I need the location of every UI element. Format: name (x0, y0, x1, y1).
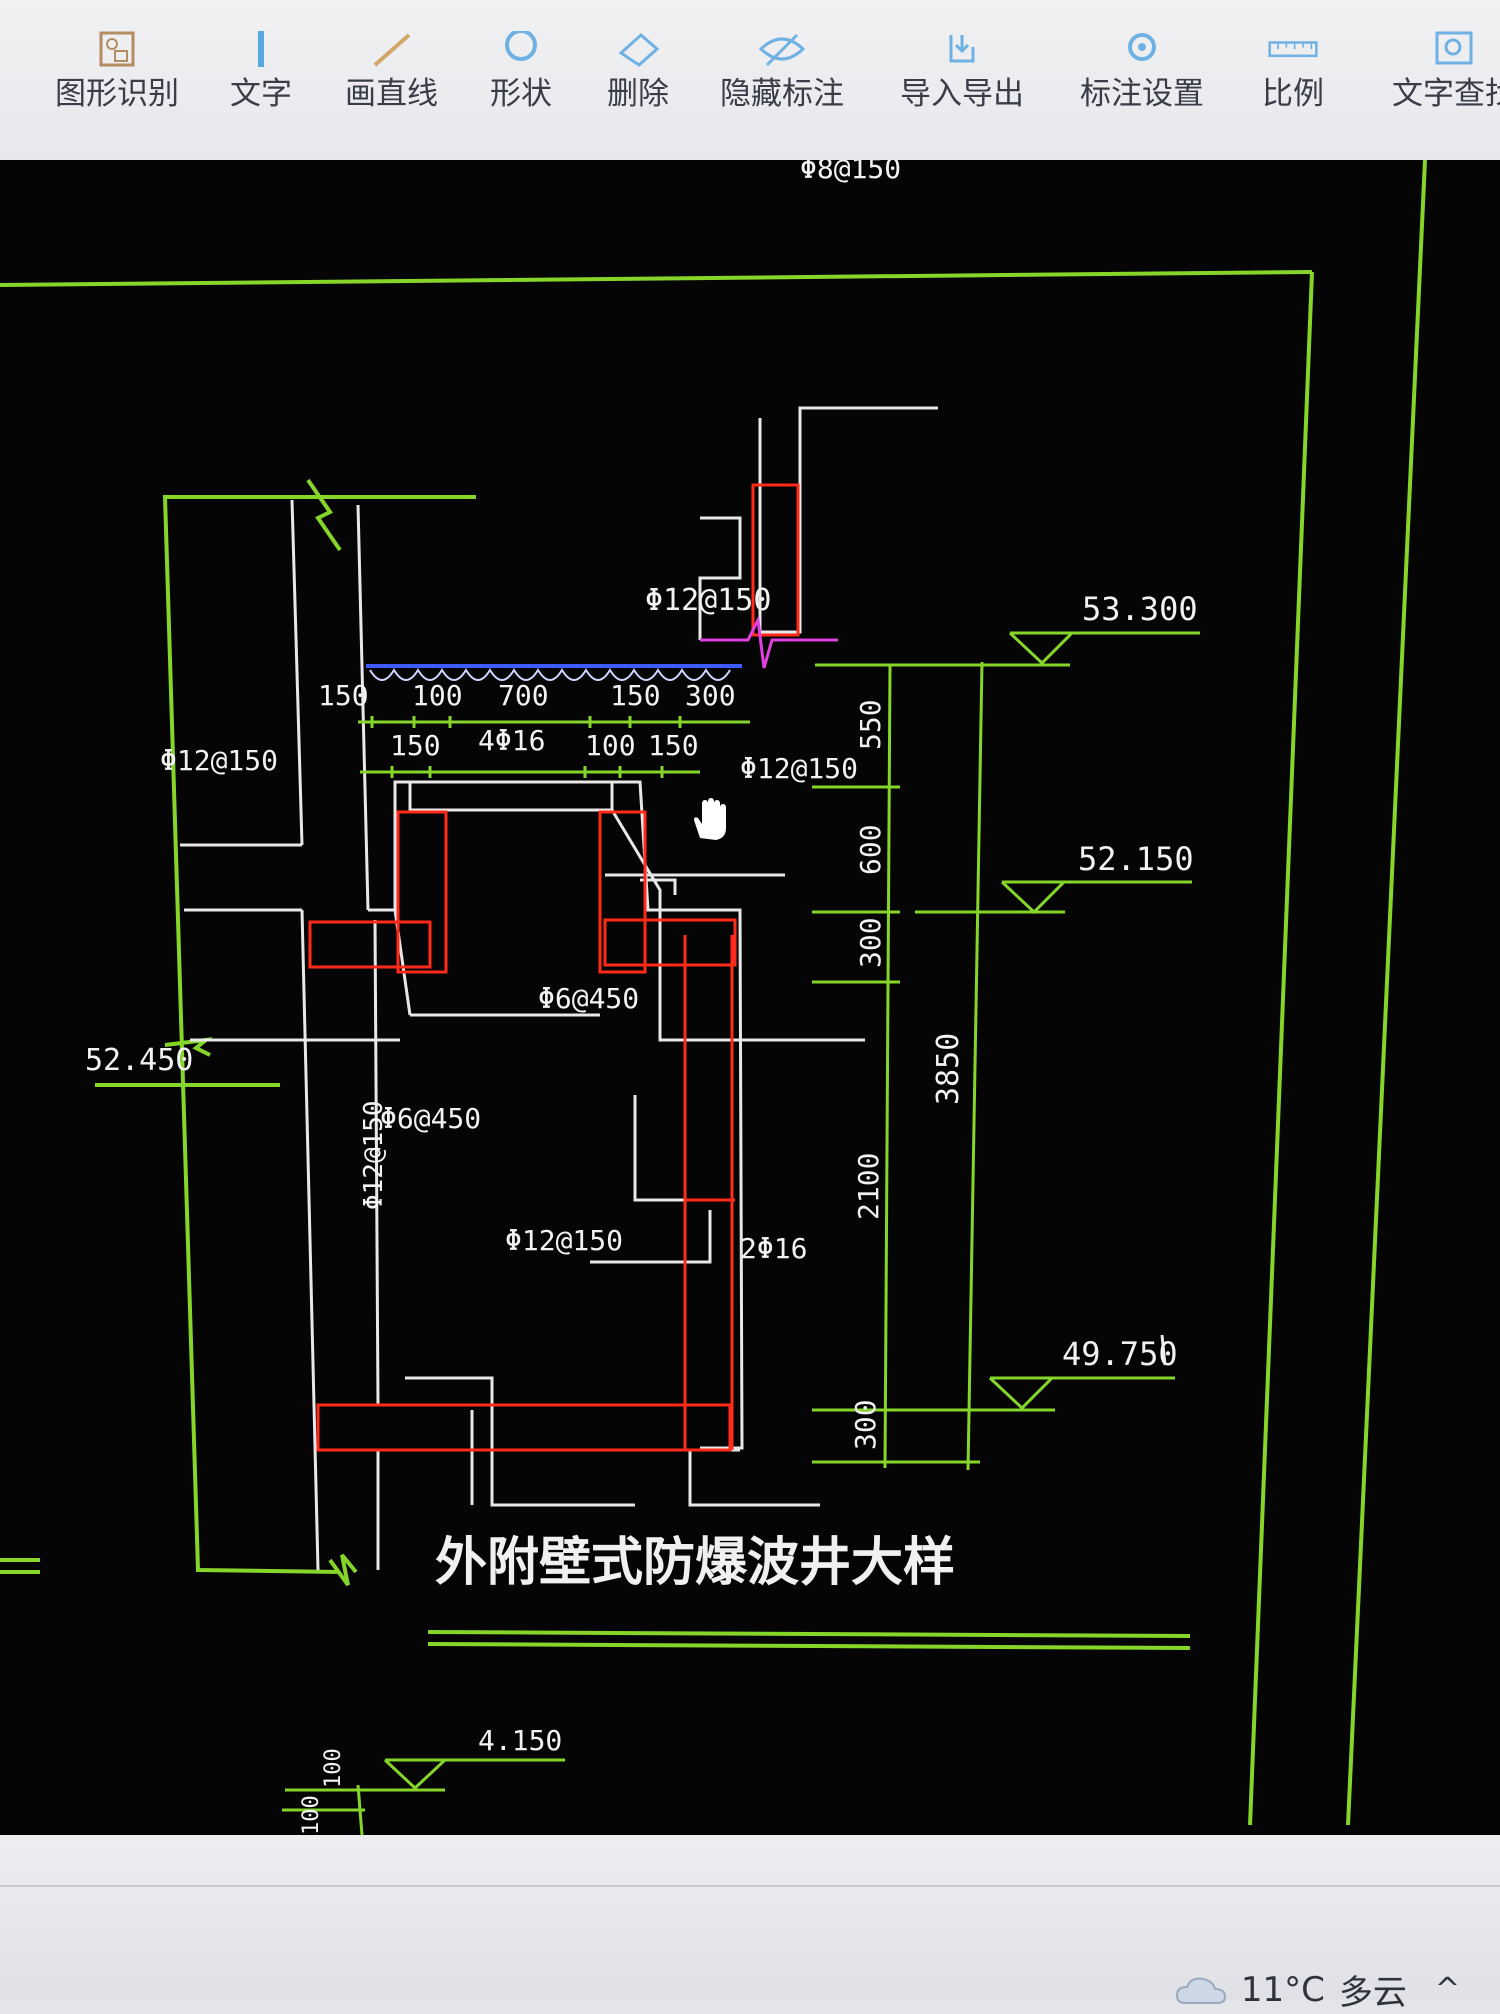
tool-shape[interactable]: 形状 (490, 0, 552, 110)
break-line (700, 614, 838, 669)
shape-icon (496, 31, 546, 69)
tool-shape-recognition[interactable]: 图形识别 (55, 0, 179, 110)
import-export-icon (937, 31, 987, 69)
dimension-lines (282, 631, 1200, 1835)
tool-draw-line[interactable]: 画直线 (345, 0, 438, 110)
tool-label: 图形识别 (55, 76, 179, 112)
text-search-icon (1429, 31, 1479, 69)
ruler-icon (1268, 31, 1318, 69)
tool-label: 形状 (490, 76, 552, 112)
tool-scale[interactable]: 比例 (1262, 0, 1324, 110)
drawing-frame (0, 160, 1427, 1826)
soil-hatch (366, 664, 742, 681)
text-icon (236, 31, 286, 69)
line-icon (367, 31, 417, 69)
hand-cursor-icon (694, 798, 726, 840)
wall-outline (180, 406, 938, 1571)
tick-mark (1160, 1334, 1167, 1366)
tool-delete[interactable]: 删除 (607, 0, 669, 110)
taskbar: 11°C 多云 ^ (0, 1835, 1500, 2013)
tool-label: 画直线 (345, 76, 438, 112)
tray-chevron-icon[interactable]: ^ (1434, 1972, 1460, 2007)
divider (0, 1885, 1500, 1887)
tool-import-export[interactable]: 导入导出 (900, 0, 1024, 110)
tool-hide-annotation[interactable]: 隐藏标注 (720, 0, 844, 110)
rebar-red (308, 483, 800, 1452)
cloud-icon (1175, 1977, 1226, 2004)
tool-label: 隐藏标注 (720, 76, 844, 112)
left-wall-boundary (95, 478, 476, 1587)
shape-recognition-icon (92, 31, 142, 69)
tool-label: 标注设置 (1080, 76, 1204, 112)
tool-label: 比例 (1262, 76, 1324, 112)
weather-condition: 多云 (1338, 1973, 1407, 2013)
drawing-canvas[interactable]: Φ8@150 Φ12@150 Φ12@150 Φ12@150 Φ6@450 Φ6… (0, 160, 1500, 1835)
tool-text[interactable]: 文字 (230, 0, 292, 110)
cad-drawing (0, 160, 1427, 1835)
tool-text-search[interactable]: 文字查找 (1392, 0, 1500, 110)
weather-widget[interactable]: 11°C 多云 ^ (1175, 1965, 1460, 2014)
tool-label: 删除 (607, 76, 669, 112)
eraser-icon (613, 31, 663, 69)
annotation-settings-icon (1117, 31, 1167, 69)
tool-annotation-settings[interactable]: 标注设置 (1080, 0, 1204, 110)
temperature: 11°C (1240, 1969, 1325, 2010)
hide-annotation-icon (757, 31, 807, 69)
toolbar: 图形识别 文字 画直线 形状 删除 隐藏标注 导入导出 (0, 0, 1500, 165)
tool-label: 导入导出 (900, 76, 1024, 112)
tool-label: 文字 (230, 76, 292, 112)
tool-label: 文字查找 (1392, 76, 1500, 112)
